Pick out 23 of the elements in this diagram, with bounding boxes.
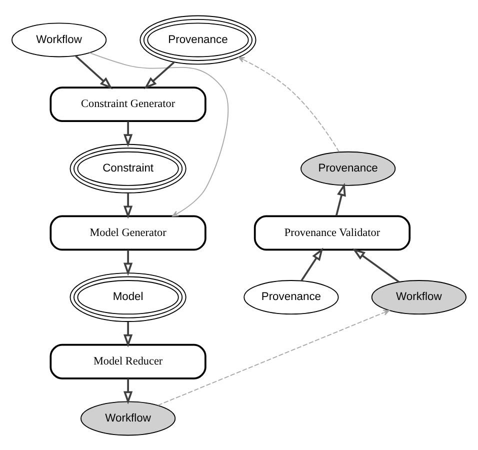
arrow xyxy=(123,321,133,347)
arrow xyxy=(123,249,133,276)
arrow xyxy=(352,248,400,282)
arrow xyxy=(144,61,175,89)
node-ellipse: Workflow xyxy=(80,400,176,436)
arrow xyxy=(158,309,390,406)
arrow xyxy=(89,52,229,216)
node-ellipse: Model xyxy=(70,272,186,322)
arrow xyxy=(75,54,113,89)
arrow xyxy=(123,378,133,404)
node-box: Model Reducer xyxy=(50,343,206,379)
node-box: Constraint Generator xyxy=(50,86,206,122)
node-ellipse: Provenance xyxy=(300,150,396,186)
node-ellipse: Provenance xyxy=(244,280,339,314)
arrow xyxy=(335,182,346,216)
node-ellipse: Constraint xyxy=(70,143,186,193)
node-box: Provenance Validator xyxy=(254,214,411,250)
node-box: Model Generator xyxy=(50,214,206,250)
arrow xyxy=(123,192,133,218)
arrow xyxy=(300,247,324,281)
node-ellipse: Workflow xyxy=(12,22,107,57)
arrow xyxy=(123,120,133,147)
arrow xyxy=(238,56,340,152)
